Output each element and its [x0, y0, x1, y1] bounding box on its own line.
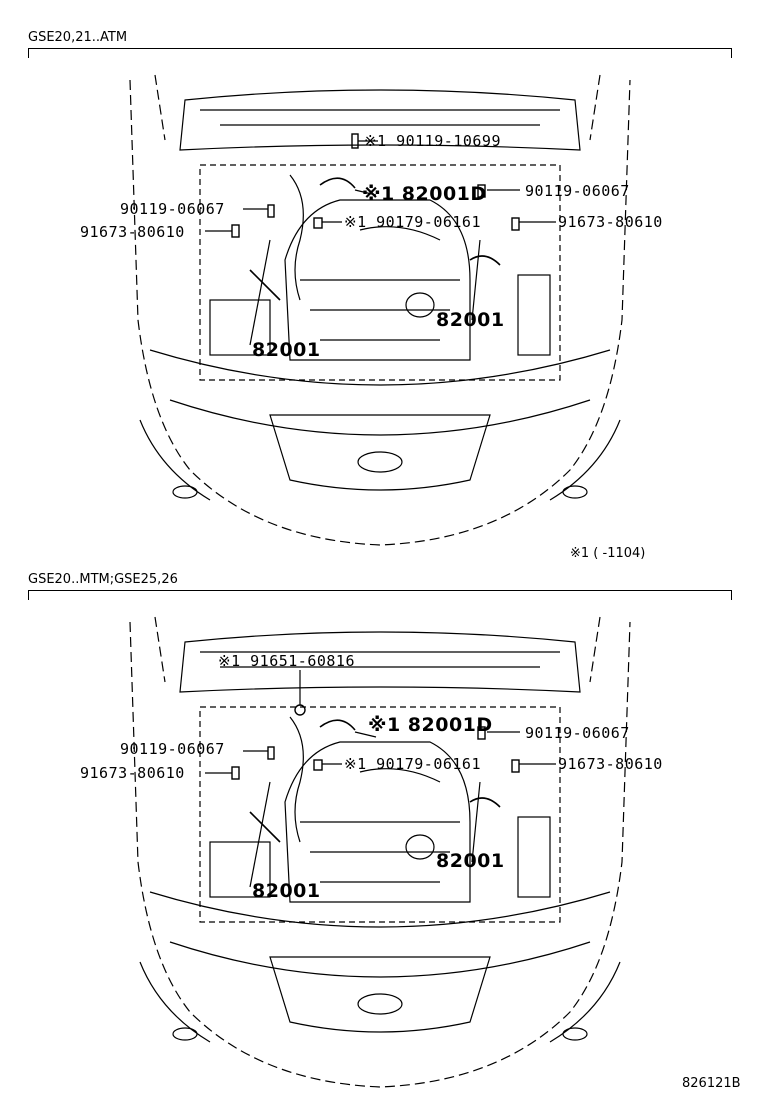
engine-bay-diagram-atm: ※1 90119-10699 ※1 82001D 90119-06067 901… [80, 74, 663, 546]
frame-line [28, 48, 732, 49]
part-label-clamp-91673-80610-left: 91673-80610 [80, 223, 185, 241]
footnote: ※1 ( -1104) [570, 546, 646, 561]
part-label-clamp-91673-80610-left: 91673-80610 [80, 764, 185, 782]
drawing-code: 826121B [682, 1076, 741, 1091]
engine-bay-drawing [129, 616, 631, 1088]
frame-tick-left [28, 590, 29, 600]
part-label-bolt-90119-06067-right: 90119-06067 [525, 182, 630, 200]
part-label-wire-82001-right: 82001 [436, 850, 505, 872]
part-label-bolt-90119-10699: ※1 90119-10699 [364, 132, 501, 150]
part-label-clip-90179-06161: ※1 90179-06161 [344, 213, 481, 231]
engine-bay-diagram-mtm: ※1 91651-60816 ※1 82001D 90119-06067 901… [0, 542, 760, 1102]
frame-tick-right [731, 590, 732, 600]
part-label-clip-91651-60816: ※1 91651-60816 [218, 652, 355, 670]
frame-line [28, 590, 732, 591]
engine-bay-drawing [129, 74, 631, 546]
part-label-bolt-90119-06067-left: 90119-06067 [120, 740, 225, 758]
frame-tick-left [28, 48, 29, 58]
section-title-atm: GSE20,21..ATM [28, 30, 128, 45]
part-label-sensor-82001d: ※1 82001D [362, 183, 487, 205]
part-label-wire-82001-left: 82001 [252, 880, 321, 902]
frame-tick-right [731, 48, 732, 58]
part-label-wire-82001-right: 82001 [436, 309, 505, 331]
part-label-clip-90179-06161: ※1 90179-06161 [344, 755, 481, 773]
part-label-wire-82001-left: 82001 [252, 339, 321, 361]
part-label-clamp-91673-80610-right: 91673-80610 [558, 213, 663, 231]
part-label-bolt-90119-06067-right: 90119-06067 [525, 724, 630, 742]
part-label-sensor-82001d: ※1 82001D [368, 714, 493, 736]
section-title-mtm: GSE20..MTM;GSE25,26 [28, 572, 178, 587]
part-label-bolt-90119-06067-left: 90119-06067 [120, 200, 225, 218]
part-label-clamp-91673-80610-right: 91673-80610 [558, 755, 663, 773]
